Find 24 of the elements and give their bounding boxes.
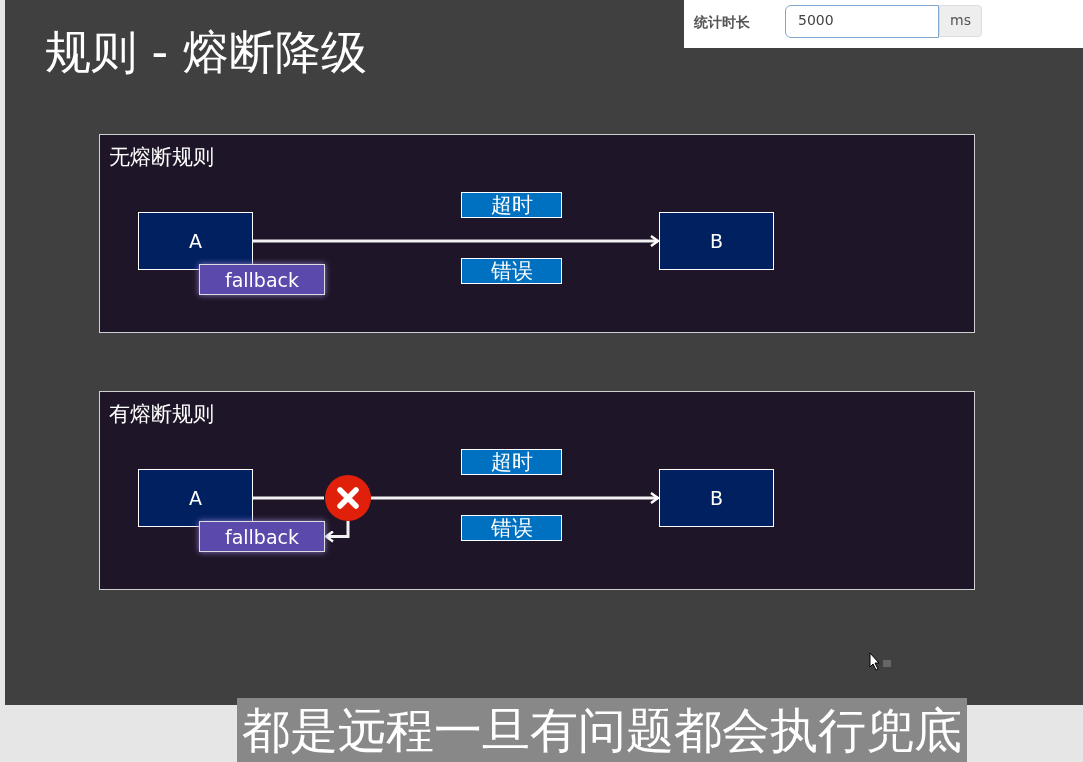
unit-addon: ms <box>939 5 982 37</box>
process-box: B <box>659 469 774 527</box>
tag-box: 错误 <box>461 515 562 541</box>
process-box: A <box>138 212 253 270</box>
subtitle-caption: 都是远程一旦有问题都会执行兜底 <box>237 698 967 762</box>
fallback-box: fallback <box>199 264 325 295</box>
arrow <box>324 521 350 543</box>
tag-box: 超时 <box>461 449 562 475</box>
slide-title: 规则 - 熔断降级 <box>45 24 367 81</box>
panel-title: 有熔断规则 <box>109 401 214 428</box>
arrow <box>253 234 660 248</box>
panel-title: 无熔断规则 <box>109 144 214 171</box>
input-field: 5000 <box>785 5 939 38</box>
tag-box: 错误 <box>461 258 562 284</box>
process-box: A <box>138 469 253 527</box>
panel-background <box>99 391 975 590</box>
fallback-box: fallback <box>199 521 325 552</box>
arrow <box>371 491 660 505</box>
field-label: 统计时长 <box>694 14 750 32</box>
tag-box: 超时 <box>461 192 562 218</box>
panel-background <box>99 134 975 333</box>
connector-line <box>253 496 324 500</box>
process-box: B <box>659 212 774 270</box>
error-icon <box>325 475 371 521</box>
